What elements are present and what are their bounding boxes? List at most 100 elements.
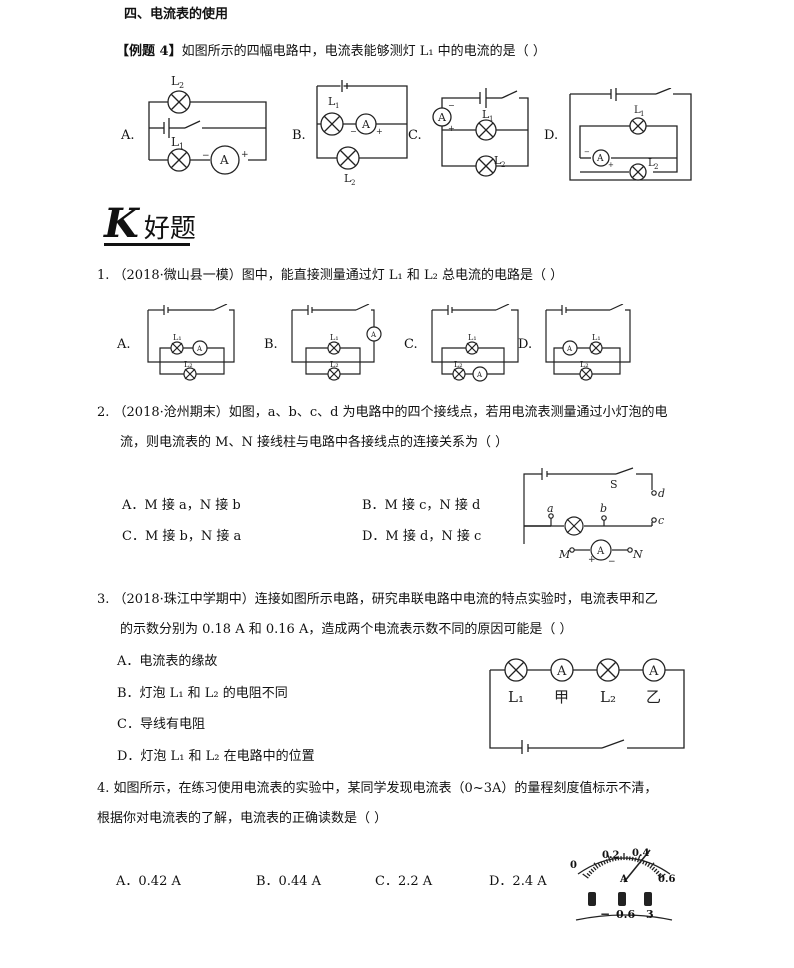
- svg-text:L₁: L₁: [330, 333, 339, 342]
- q2-label-m: M: [558, 548, 571, 561]
- svg-text:L₂: L₂: [184, 360, 193, 369]
- svg-text:L₂: L₂: [330, 360, 339, 369]
- q4-scale-tick: [655, 870, 660, 875]
- q2-label-c: c: [658, 514, 664, 527]
- q1-option-d: D.: [518, 337, 533, 352]
- q3-option-a: A．电流表的缘故: [117, 654, 218, 669]
- example-tag: 【例题 4】: [116, 44, 182, 59]
- q4-scale-tick: [617, 856, 620, 861]
- q3-option-b: B．灯泡 L₁ 和 L₂ 的电阻不同: [117, 686, 288, 701]
- svg-text:L: L: [344, 172, 352, 185]
- q4-scale-tick: [605, 859, 609, 864]
- svg-text:L₁: L₁: [173, 333, 182, 342]
- svg-text:−: −: [350, 127, 357, 136]
- svg-text:1: 1: [179, 142, 184, 151]
- q4-scale-tick: [653, 868, 658, 873]
- q4-scale-tick: [590, 868, 595, 873]
- q3-label-yi: 乙: [646, 688, 661, 706]
- svg-text:2: 2: [501, 161, 505, 169]
- svg-text:A: A: [648, 664, 659, 679]
- q2-label-a: a: [547, 502, 554, 515]
- q4-scale-tick: [628, 856, 631, 861]
- q4-line1: 4. 如图所示，在练习使用电流表的实验中，某同学发现电流表（0~3A）的量程刻度…: [97, 781, 658, 796]
- q4-scale-tick: [592, 866, 597, 871]
- q3-option-d: D．灯泡 L₁ 和 L₂ 在电路中的位置: [117, 749, 315, 764]
- good-heading-underline: [104, 243, 190, 246]
- q4-scale-tick: [657, 872, 662, 877]
- q4-terminal-06: 0.6: [616, 908, 635, 921]
- q2-line2: 流，则电流表的 M、N 接线柱与电路中各接线点的连接关系为（ ）: [120, 435, 509, 450]
- svg-text:A: A: [596, 154, 604, 164]
- svg-text:−: −: [202, 151, 210, 161]
- svg-text:L: L: [171, 135, 179, 149]
- q4-option-d: D．2.4 A: [489, 874, 547, 889]
- example-option-d: D.: [544, 128, 559, 143]
- q2-line1: 2. （2018·沧州期末）如图，a、b、c、d 为电路中的四个接线点，若用电流…: [97, 405, 668, 420]
- q4-scale-0: 0: [570, 860, 577, 871]
- q4-unit: A: [619, 874, 628, 885]
- q3-line2: 的示数分别为 0.18 A 和 0.16 A，造成两个电流表示数不同的原因可能是…: [120, 622, 573, 637]
- q3-line1: 3. （2018·珠江中学期中）连接如图所示电路，研究串联电路中电流的特点实验时…: [97, 592, 658, 607]
- svg-text:L₂: L₂: [580, 360, 589, 369]
- q4-scale-tick: [603, 860, 606, 865]
- q3-option-c: C．导线有电阻: [117, 717, 205, 732]
- q2-option-a: A．M 接 a，N 接 b: [122, 498, 241, 513]
- svg-text:A: A: [596, 546, 605, 557]
- q4-scale-06: 0.6: [658, 874, 675, 885]
- good-heading-k: K: [104, 200, 139, 247]
- q4-scale-tick: [636, 855, 641, 863]
- svg-text:L: L: [648, 158, 655, 169]
- q4-scale-tick: [642, 860, 645, 865]
- q4-scale-tick: [600, 861, 604, 866]
- q3-label-l2: L₂: [600, 688, 616, 706]
- q4-scale-tick: [651, 866, 656, 871]
- q4-scale-tick: [588, 870, 593, 875]
- example-option-c: C.: [408, 128, 422, 143]
- q4-terminal-3: 3: [646, 908, 654, 921]
- q1-option-b: B.: [264, 337, 278, 352]
- svg-text:−: −: [608, 557, 616, 566]
- good-questions-heading: K 好题: [104, 200, 196, 247]
- svg-text:L: L: [328, 95, 336, 108]
- q2-label-n: N: [632, 548, 643, 561]
- q4-scale-tick: [597, 863, 601, 868]
- q4-ammeter: 0 0.2 0.4 0.6 A − 0.6 3: [570, 848, 675, 921]
- q1-option-c: C.: [404, 337, 418, 352]
- svg-text:2: 2: [179, 81, 184, 90]
- svg-text:A: A: [361, 118, 371, 131]
- svg-text:1: 1: [640, 110, 644, 118]
- svg-text:A: A: [196, 345, 203, 353]
- q2-option-d: D．M 接 d，N 接 c: [362, 529, 482, 544]
- svg-text:A: A: [566, 345, 573, 353]
- svg-text:L: L: [494, 154, 502, 167]
- svg-text:+: +: [448, 124, 455, 133]
- q4-option-a: A．0.42 A: [116, 874, 181, 889]
- svg-text:2: 2: [351, 179, 355, 186]
- q2-circuit: S d a b c M N A + −: [523, 467, 665, 566]
- q3-label-jia: 甲: [554, 688, 569, 706]
- svg-text:2: 2: [654, 163, 658, 171]
- svg-text:1: 1: [335, 102, 339, 110]
- svg-text:A: A: [219, 153, 229, 167]
- q4-scale-tick: [586, 872, 591, 877]
- q4-scale-02: 0.2: [602, 850, 619, 861]
- q4-scale-tick: [593, 862, 599, 869]
- q2-label-b: b: [600, 502, 607, 515]
- q2-label-s: S: [610, 478, 618, 491]
- example-option-b: B.: [292, 128, 306, 143]
- svg-text:−: −: [584, 148, 590, 156]
- q4-scale-tick: [644, 861, 648, 866]
- example-option-a: A.: [121, 128, 135, 143]
- good-heading-text: 好题: [143, 214, 196, 244]
- q2-option-c: C．M 接 b，N 接 a: [122, 529, 242, 544]
- q4-scale-04: 0.4: [632, 848, 649, 859]
- svg-text:A: A: [476, 371, 483, 379]
- q4-scale-tick: [607, 855, 612, 863]
- svg-text:1: 1: [489, 115, 493, 123]
- svg-text:L: L: [171, 74, 179, 88]
